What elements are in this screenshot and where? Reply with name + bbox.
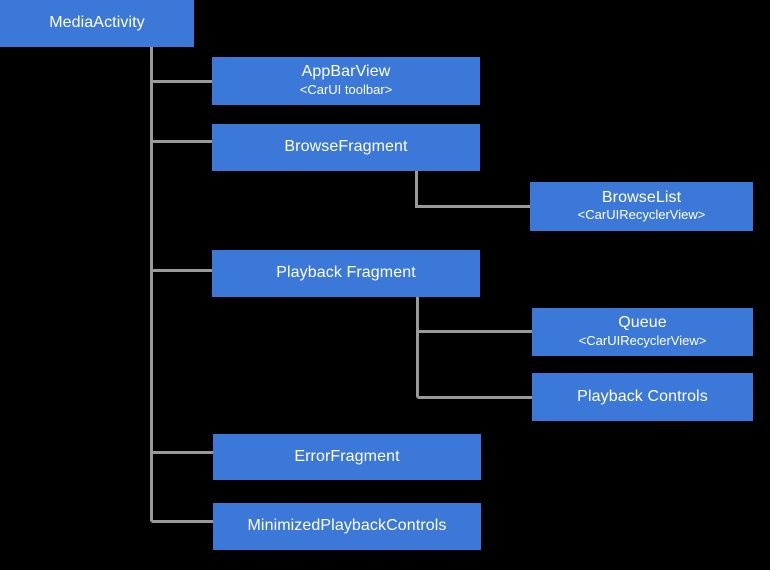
node-browse-fragment[interactable]: BrowseFragment bbox=[212, 124, 480, 171]
node-error-fragment[interactable]: ErrorFragment bbox=[213, 434, 481, 480]
node-app-bar-view[interactable]: AppBarView <CarUI toolbar> bbox=[212, 57, 480, 105]
node-queue-title: Queue bbox=[618, 314, 667, 332]
node-browse-list-title: BrowseList bbox=[601, 188, 682, 206]
node-app-bar-view-title: AppBarView bbox=[301, 63, 391, 81]
node-error-fragment-title: ErrorFragment bbox=[294, 447, 400, 465]
node-minimized-playback-controls[interactable]: MinimizedPlaybackControls bbox=[213, 503, 481, 550]
node-playback-fragment[interactable]: Playback Fragment bbox=[212, 250, 480, 297]
node-browse-fragment-title: BrowseFragment bbox=[284, 138, 408, 156]
node-minimized-playback-controls-title: MinimizedPlaybackControls bbox=[247, 517, 447, 535]
node-media-activity[interactable]: MediaActivity bbox=[0, 0, 194, 47]
node-browse-list[interactable]: BrowseList <CarUIRecyclerView> bbox=[530, 182, 753, 231]
node-queue[interactable]: Queue <CarUIRecyclerView> bbox=[532, 308, 753, 356]
node-app-bar-view-subtitle: <CarUI toolbar> bbox=[299, 81, 393, 97]
node-playback-controls-title: Playback Controls bbox=[577, 387, 708, 405]
node-playback-fragment-title: Playback Fragment bbox=[276, 264, 416, 282]
node-browse-list-subtitle: <CarUIRecyclerView> bbox=[577, 207, 706, 223]
node-media-activity-title: MediaActivity bbox=[49, 14, 145, 32]
node-queue-subtitle: <CarUIRecyclerView> bbox=[578, 332, 707, 348]
connector-browse-fragment-to-browse-list bbox=[415, 171, 530, 208]
node-playback-controls[interactable]: Playback Controls bbox=[532, 373, 753, 421]
